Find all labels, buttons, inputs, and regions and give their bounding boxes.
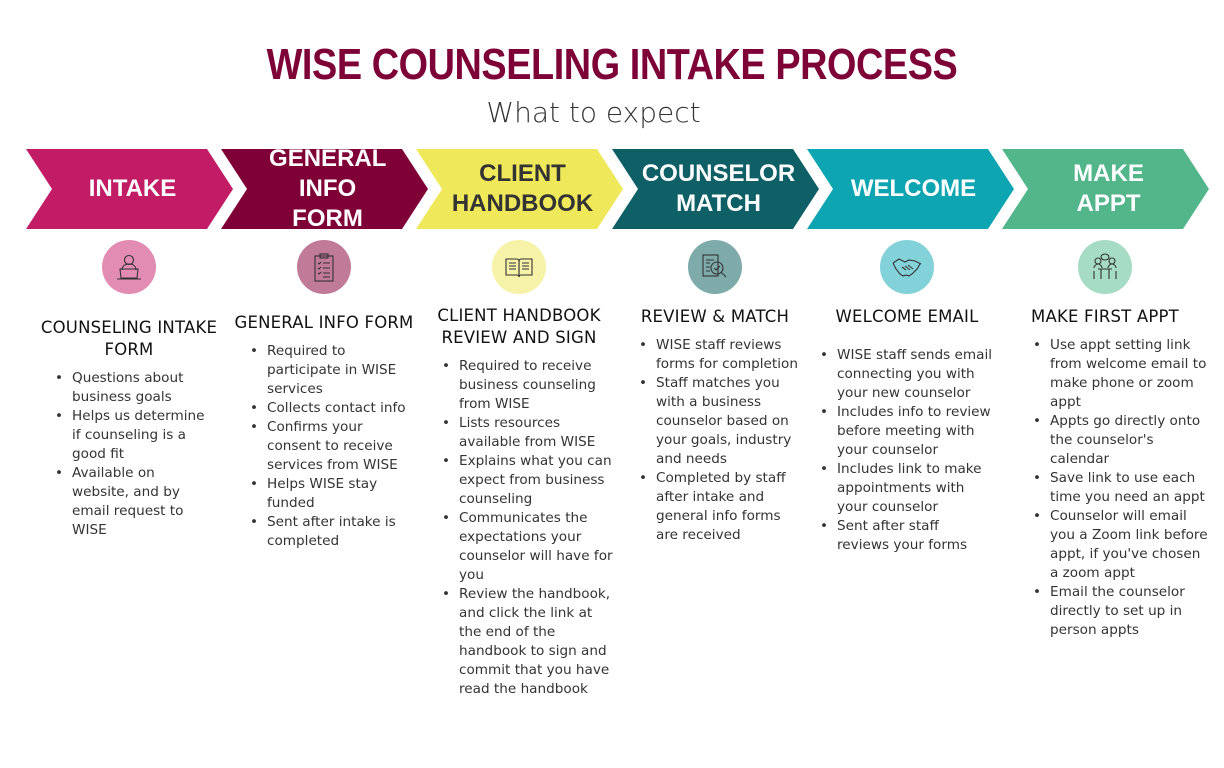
step-heading: CLIENT HANDBOOK REVIEW AND SIGN bbox=[437, 306, 601, 347]
bullet-list: Questions about business goalsHelps us d… bbox=[50, 369, 210, 540]
list-item: Completed by staff after intake and gene… bbox=[639, 469, 806, 545]
list-item: Use appt setting link from welcome email… bbox=[1033, 336, 1208, 412]
chevron-shape bbox=[807, 149, 1014, 229]
chevron-label: CLIENT HANDBOOK bbox=[451, 160, 594, 217]
step-heading: WELCOME EMAIL bbox=[835, 307, 979, 326]
step-column-5: WELCOME EMAIL WISE staff sends email conn… bbox=[815, 306, 995, 555]
chevron-shape bbox=[1002, 149, 1209, 229]
bullet-list: WISE staff reviews forms for completionS… bbox=[634, 336, 806, 545]
bullet-list: Use appt setting link from welcome email… bbox=[1028, 336, 1208, 640]
list-item: Questions about business goals bbox=[55, 369, 210, 407]
clipboard-checklist-icon bbox=[297, 240, 351, 294]
list-item: Email the counselor directly to set up i… bbox=[1033, 583, 1208, 640]
list-item: Helps us determine if counseling is a go… bbox=[55, 407, 210, 464]
handshake-icon bbox=[880, 240, 934, 294]
step-column-2: GENERAL INFO FORM Required to participate… bbox=[234, 312, 413, 551]
step-column-1: COUNSELING INTAKE FORM Questions about bu… bbox=[41, 317, 217, 540]
chevron-shape bbox=[221, 149, 428, 229]
chevron-step-3: CLIENT HANDBOOK bbox=[416, 149, 623, 229]
list-item: Required to receive business counseling … bbox=[442, 357, 617, 414]
list-item: Helps WISE stay funded bbox=[250, 475, 410, 513]
list-item: Required to participate in WISE services bbox=[250, 342, 410, 399]
meeting-table-icon bbox=[1078, 240, 1132, 294]
step-heading: REVIEW & MATCH bbox=[640, 307, 790, 326]
list-item: Collects contact info bbox=[250, 399, 410, 418]
list-item: Review the handbook, and click the link … bbox=[442, 585, 617, 699]
list-item: Counselor will email you a Zoom link bef… bbox=[1033, 507, 1208, 583]
step-column-4: REVIEW & MATCH WISE staff reviews forms f… bbox=[634, 306, 806, 545]
list-item: Communicates the expectations your couns… bbox=[442, 509, 617, 585]
chevron-step-2: GENERAL INFO FORM bbox=[221, 145, 428, 232]
chevron-label: INTAKE bbox=[88, 175, 177, 202]
list-item: Includes link to make appointments with … bbox=[820, 460, 995, 517]
chevron-label: MAKE APPT bbox=[1073, 160, 1144, 217]
step-column-6: MAKE FIRST APPT Use appt setting link fro… bbox=[1028, 306, 1208, 640]
bullet-list: WISE staff sends email connecting you wi… bbox=[815, 346, 995, 555]
chevron-shape bbox=[26, 149, 233, 229]
person-at-laptop-icon bbox=[102, 240, 156, 294]
list-item: WISE staff reviews forms for completion bbox=[639, 336, 806, 374]
list-item: Appts go directly onto the counselor's c… bbox=[1033, 412, 1208, 469]
list-item: Available on website, and by email reque… bbox=[55, 464, 210, 540]
step-heading: MAKE FIRST APPT bbox=[1031, 307, 1179, 326]
chevron-shape bbox=[612, 149, 819, 229]
list-item: Save link to use each time you need an a… bbox=[1033, 469, 1208, 507]
document-magnifier-check-icon bbox=[688, 240, 742, 294]
bullet-list: Required to receive business counseling … bbox=[437, 357, 617, 699]
list-item: Lists resources available from WISE bbox=[442, 414, 617, 452]
list-item: Sent after intake is completed bbox=[250, 513, 410, 551]
chevron-step-4: COUNSELOR MATCH bbox=[612, 149, 819, 229]
chevron-label: GENERAL INFO FORM bbox=[269, 145, 387, 232]
list-item: Sent after staff reviews your forms bbox=[820, 517, 995, 555]
page-title: WISE COUNSELING INTAKE PROCESS bbox=[266, 40, 958, 89]
page-subtitle: What to expect bbox=[486, 96, 701, 129]
chevron-step-1: INTAKE bbox=[26, 149, 233, 229]
list-item: Explains what you can expect from busine… bbox=[442, 452, 617, 509]
list-item: Confirms your consent to receive service… bbox=[250, 418, 410, 475]
chevron-step-6: MAKE APPT bbox=[1002, 149, 1209, 229]
chevron-shape bbox=[416, 149, 623, 229]
step-column-3: CLIENT HANDBOOK REVIEW AND SIGN Required … bbox=[437, 305, 617, 699]
chevron-step-5: WELCOME bbox=[807, 149, 1014, 229]
step-heading: GENERAL INFO FORM bbox=[234, 313, 414, 332]
list-item: WISE staff sends email connecting you wi… bbox=[820, 346, 995, 403]
step-heading: COUNSELING INTAKE FORM bbox=[40, 318, 218, 359]
chevron-label: WELCOME bbox=[850, 175, 977, 202]
bullet-list: Required to participate in WISE services… bbox=[245, 342, 410, 551]
chevron-label: COUNSELOR MATCH bbox=[641, 160, 796, 217]
open-book-icon bbox=[492, 240, 546, 294]
list-item: Includes info to review before meeting w… bbox=[820, 403, 995, 460]
list-item: Staff matches you with a business counse… bbox=[639, 374, 806, 469]
